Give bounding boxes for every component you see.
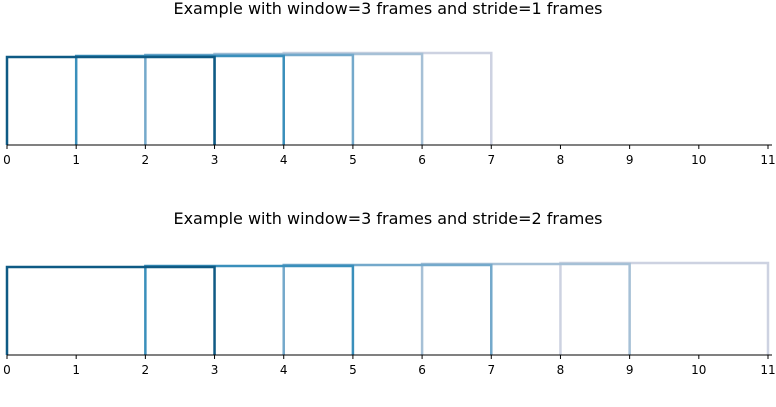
window-3 <box>213 52 424 145</box>
window-4 <box>282 51 493 145</box>
window-1 <box>74 54 285 145</box>
x-tick-label-10: 10 <box>691 363 706 377</box>
x-tick-label-3: 3 <box>211 153 219 167</box>
window-3 <box>420 262 631 355</box>
panel-title: Example with window=3 frames and stride=… <box>173 0 602 18</box>
window-0 <box>5 55 216 145</box>
x-tick-label-4: 4 <box>280 363 288 377</box>
window-1 <box>144 264 355 355</box>
x-tick-label-9: 9 <box>626 153 634 167</box>
x-tick-label-9: 9 <box>626 363 634 377</box>
window-4 <box>559 261 770 355</box>
x-tick-label-1: 1 <box>72 153 80 167</box>
window-2 <box>282 263 493 355</box>
x-tick-label-4: 4 <box>280 153 288 167</box>
x-tick-label-2: 2 <box>142 153 150 167</box>
x-tick-label-2: 2 <box>142 363 150 377</box>
x-tick-label-3: 3 <box>211 363 219 377</box>
panel-stride-2: Example with window=3 frames and stride=… <box>3 209 775 377</box>
x-tick-label-8: 8 <box>557 363 565 377</box>
x-tick-label-1: 1 <box>72 363 80 377</box>
windows-group <box>5 51 493 145</box>
panel-stride-1: Example with window=3 frames and stride=… <box>3 0 775 167</box>
windows-group <box>5 261 770 355</box>
x-tick-label-10: 10 <box>691 153 706 167</box>
x-tick-label-6: 6 <box>418 363 426 377</box>
panel-title: Example with window=3 frames and stride=… <box>173 209 602 228</box>
x-tick-label-6: 6 <box>418 153 426 167</box>
x-ticks-group: 0 1 2 3 4 5 6 7 8 9 10 11 <box>3 145 776 167</box>
window-0 <box>5 265 216 355</box>
x-tick-label-5: 5 <box>349 153 357 167</box>
x-tick-label-0: 0 <box>3 153 11 167</box>
x-tick-label-11: 11 <box>760 363 775 377</box>
x-tick-label-0: 0 <box>3 363 11 377</box>
x-ticks-group: 0 1 2 3 4 5 6 7 8 9 10 11 <box>3 355 776 377</box>
x-tick-label-5: 5 <box>349 363 357 377</box>
x-tick-label-8: 8 <box>557 153 565 167</box>
window-2 <box>144 53 355 145</box>
x-tick-label-11: 11 <box>760 153 775 167</box>
x-tick-label-7: 7 <box>487 153 495 167</box>
x-tick-label-7: 7 <box>487 363 495 377</box>
